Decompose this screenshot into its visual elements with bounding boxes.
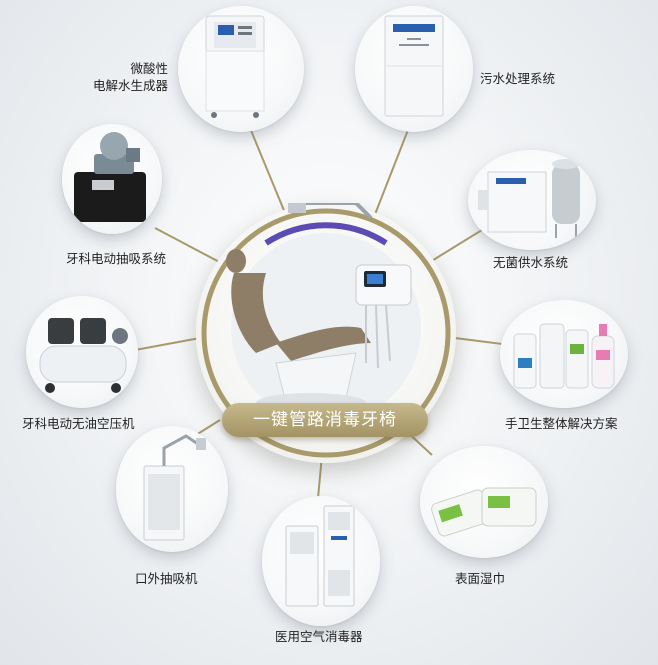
water-tank-icon (478, 159, 580, 238)
label-wipes: 表面湿巾 (455, 570, 505, 587)
extraoral-suction-icon (143, 434, 206, 541)
center-title: 一键管路消毒牙椅 (222, 403, 428, 437)
connector-sewage (371, 129, 409, 223)
node-suction[interactable] (62, 124, 162, 234)
label-sterile-water: 无菌供水系统 (493, 254, 568, 271)
label-sewage-line1: 污水处理系统 (480, 71, 556, 86)
node-extraoral[interactable] (116, 426, 228, 552)
label-hand-hygiene: 手卫生整体解决方案 (505, 415, 618, 432)
label-air-disinfect-line1: 医用空气消毒器 (275, 629, 363, 644)
dental-chair-icon (201, 201, 451, 458)
label-compressor: 牙科电动无油空压机 (22, 415, 135, 432)
air-disinfector-icon (285, 505, 355, 607)
connector-sterile-water (429, 224, 491, 263)
node-sterile-water[interactable] (468, 150, 596, 250)
label-suction: 牙科电动抽吸系统 (66, 250, 166, 267)
node-micro-acid[interactable] (178, 6, 304, 132)
label-extraoral-line1: 口外抽吸机 (135, 571, 198, 586)
sanitizer-bottles-icon (513, 323, 615, 389)
generator-cabinet-icon (205, 15, 265, 118)
node-hand-hygiene[interactable] (500, 300, 628, 408)
label-micro-acid: 微酸性 电解水生成器 (60, 60, 168, 94)
label-extraoral: 口外抽吸机 (135, 570, 198, 587)
connector-suction (154, 227, 226, 266)
label-hand-hygiene-line1: 手卫生整体解决方案 (505, 416, 618, 431)
suction-pump-icon (74, 132, 146, 222)
node-sewage[interactable] (355, 6, 473, 132)
label-micro-acid-line2: 电解水生成器 (92, 78, 168, 93)
label-air-disinfect: 医用空气消毒器 (275, 628, 363, 645)
node-air-disinfect[interactable] (262, 496, 380, 626)
node-compressor[interactable] (26, 296, 138, 408)
node-wipes[interactable] (420, 446, 548, 558)
label-compressor-line1: 牙科电动无油空压机 (22, 416, 135, 431)
connector-micro-acid (249, 127, 291, 226)
sewage-unit-icon (384, 15, 444, 117)
connector-compressor (134, 337, 201, 351)
label-micro-acid-line1: 微酸性 (130, 61, 168, 76)
air-compressor-icon (39, 318, 128, 393)
label-suction-line1: 牙科电动抽吸系统 (66, 251, 167, 266)
label-sewage: 污水处理系统 (480, 70, 555, 87)
label-sterile-water-line1: 无菌供水系统 (493, 255, 569, 270)
wet-wipes-icon (431, 487, 537, 537)
label-wipes-line1: 表面湿巾 (455, 571, 506, 586)
